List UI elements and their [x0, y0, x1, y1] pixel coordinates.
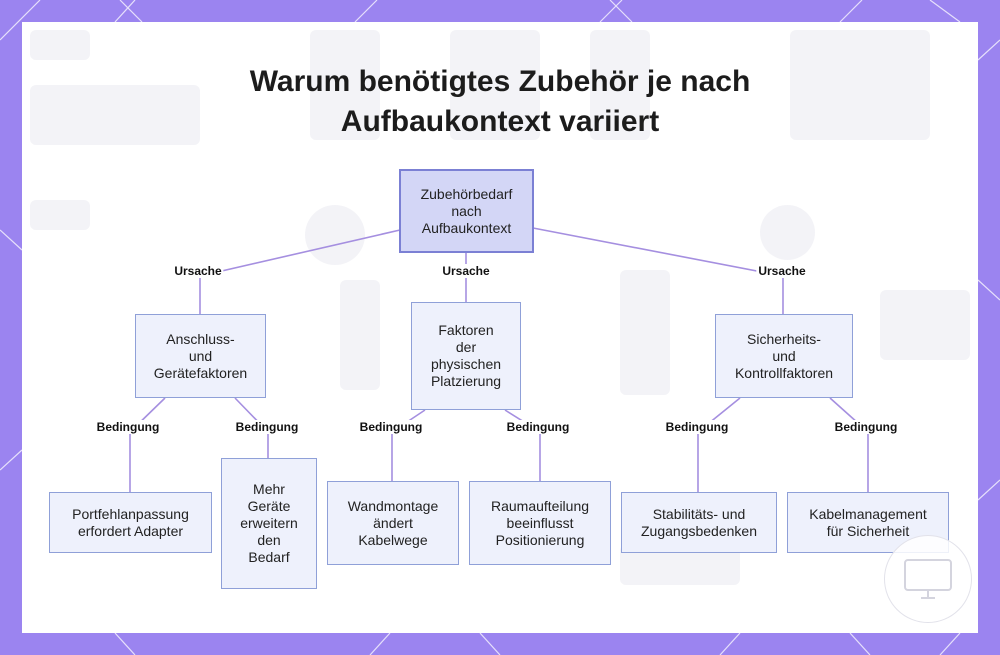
root-node: Zubehörbedarf nach Aufbaukontext — [399, 169, 534, 253]
factor-node-safety: Sicherheits- und Kontrollfaktoren — [715, 314, 853, 398]
page-title: Warum benötigtes Zubehör je nach Aufbauk… — [0, 62, 1000, 142]
condition-node-label: Stabilitäts- und Zugangsbedenken — [641, 505, 757, 539]
edge-label-condition-3: Bedingung — [357, 420, 425, 434]
edge-label-condition-4: Bedingung — [504, 420, 572, 434]
monitor-icon-watermark — [884, 535, 972, 623]
factor-node-placement: Faktoren der physischen Platzierung — [411, 302, 521, 410]
condition-node-label: Mehr Geräte erweitern den Bedarf — [240, 481, 298, 565]
condition-node-stability: Stabilitäts- und Zugangsbedenken — [621, 492, 777, 553]
edge-label-cause-3: Ursache — [756, 264, 808, 278]
edge-label-condition-5: Bedingung — [663, 420, 731, 434]
title-line-2: Aufbaukontext variiert — [340, 105, 660, 138]
condition-node-label: Wandmontage ändert Kabelwege — [347, 497, 439, 548]
connector-root-factor-1 — [199, 229, 401, 314]
condition-node-more-devices: Mehr Geräte erweitern den Bedarf — [221, 458, 317, 589]
condition-node-port-mismatch: Portfehlanpassung erfordert Adapter — [49, 492, 212, 553]
condition-node-wall-mount: Wandmontage ändert Kabelwege — [327, 481, 459, 565]
edge-label-cause-2: Ursache — [440, 264, 492, 278]
condition-node-cable-management: Kabelmanagement für Sicherheit — [787, 492, 949, 553]
condition-node-label: Kabelmanagement für Sicherheit — [809, 505, 927, 539]
factor-node-label: Faktoren der physischen Platzierung — [430, 322, 502, 389]
connector-factor-3-condition-5 — [697, 397, 741, 492]
edge-label-condition-2: Bedingung — [233, 420, 301, 434]
condition-node-label: Portfehlanpassung erfordert Adapter — [72, 505, 189, 539]
root-node-label: Zubehörbedarf nach Aufbaukontext — [420, 185, 513, 236]
monitor-icon — [904, 559, 952, 599]
factor-node-label: Sicherheits- und Kontrollfaktoren — [734, 330, 834, 381]
factor-node-connection: Anschluss- und Gerätefaktoren — [135, 314, 266, 398]
connector-factor-3-condition-6 — [829, 397, 869, 492]
connector-factor-1-condition-1 — [129, 397, 166, 492]
factor-node-label: Anschluss- und Gerätefaktoren — [153, 330, 248, 381]
edge-label-condition-1: Bedingung — [94, 420, 162, 434]
title-line-1: Warum benötigtes Zubehör je nach — [249, 65, 751, 98]
condition-node-room-layout: Raumaufteilung beeinflusst Positionierun… — [469, 481, 611, 565]
edge-label-cause-1: Ursache — [172, 264, 224, 278]
edge-label-condition-6: Bedingung — [832, 420, 900, 434]
condition-node-label: Raumaufteilung beeinflusst Positionierun… — [490, 497, 590, 548]
connector-root-factor-3 — [532, 227, 784, 314]
